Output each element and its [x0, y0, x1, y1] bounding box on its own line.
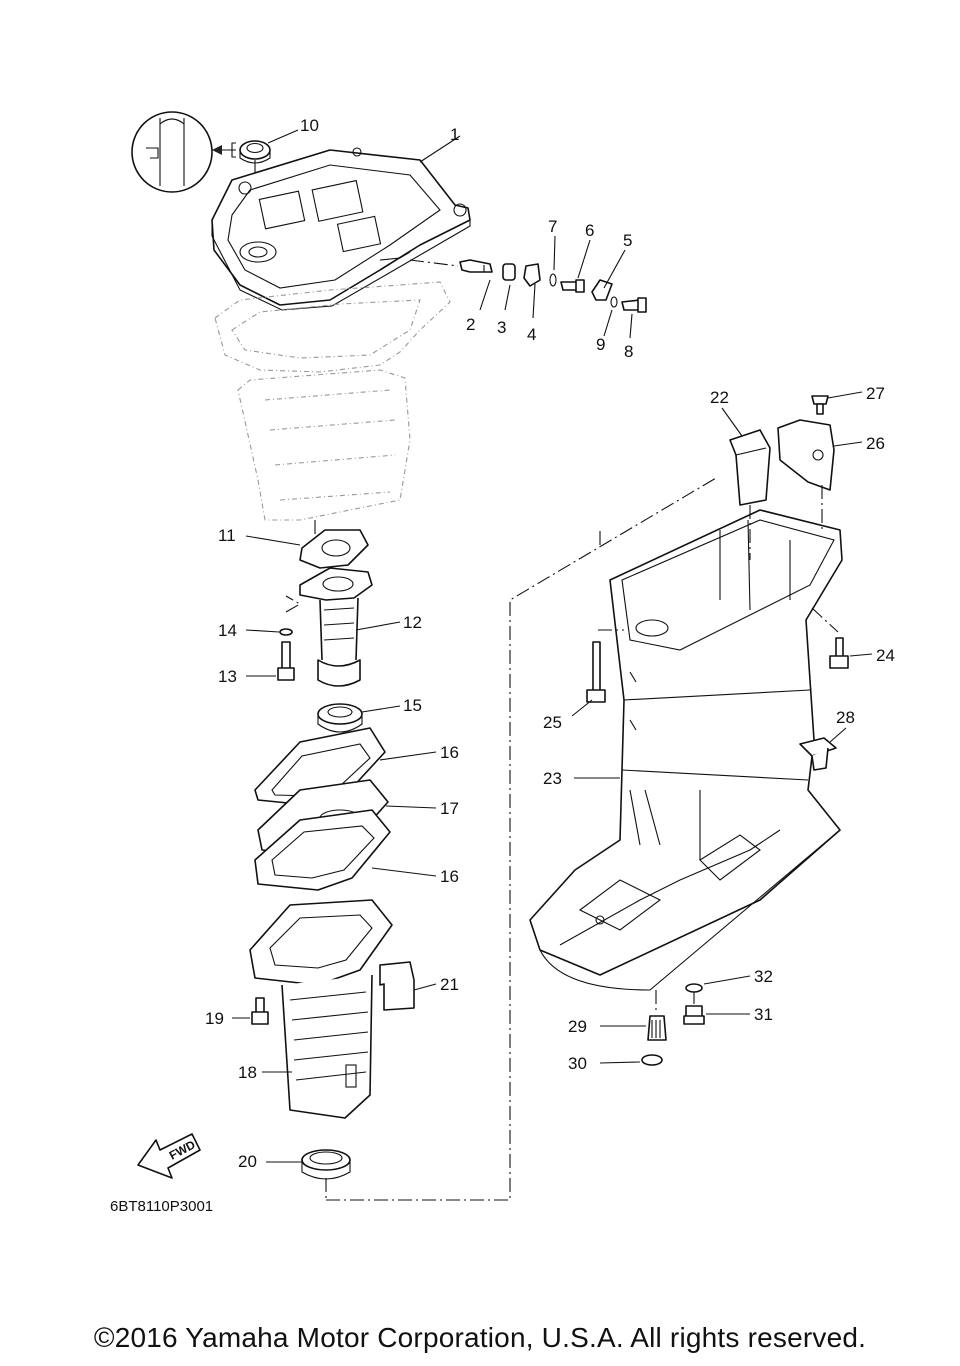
callout-12: 12	[403, 613, 422, 632]
callout-21: 21	[440, 975, 459, 994]
callout-27: 27	[866, 384, 885, 403]
part-31-plug	[683, 992, 750, 1025]
part-26-cover	[777, 419, 863, 530]
diagram-code: 6BT8110P3001	[110, 1198, 213, 1215]
assembly-line	[326, 477, 717, 1201]
callout-labels: 1 2 3 4 5 6 7 8 9 10 11 12 13 14 15 16 1…	[205, 116, 895, 1171]
callout-15: 15	[403, 696, 422, 715]
callout-20: 20	[238, 1152, 257, 1171]
callout-22: 22	[710, 388, 729, 407]
part-22-plate	[721, 407, 771, 560]
callout-7: 7	[548, 217, 557, 236]
callout-14: 14	[218, 621, 237, 640]
callout-10: 10	[300, 116, 319, 135]
callout-26: 26	[866, 434, 885, 453]
callout-17: 17	[440, 799, 459, 818]
callout-25: 25	[543, 713, 562, 732]
copyright-notice: ©2016 Yamaha Motor Corporation, U.S.A. A…	[93, 1322, 867, 1353]
callout-4: 4	[527, 325, 536, 344]
callout-16-upper: 16	[440, 743, 459, 762]
part-1-upper-casing	[211, 135, 471, 311]
callout-5: 5	[623, 231, 632, 250]
callout-9: 9	[596, 335, 605, 354]
detail-inset	[131, 111, 236, 193]
callout-13: 13	[218, 667, 237, 686]
callout-3: 3	[497, 318, 506, 337]
callout-8: 8	[624, 342, 633, 361]
callout-23: 23	[543, 769, 562, 788]
part-28-grommet	[799, 727, 847, 771]
callout-28: 28	[836, 708, 855, 727]
callout-18: 18	[238, 1063, 257, 1082]
hardware-row	[409, 235, 647, 339]
callout-29: 29	[568, 1017, 587, 1036]
fwd-arrow-icon: FWD	[137, 1133, 201, 1179]
callout-24: 24	[876, 646, 895, 665]
callout-30: 30	[568, 1054, 587, 1073]
left-column	[232, 520, 437, 1200]
callout-32: 32	[754, 967, 773, 986]
callout-19: 19	[205, 1009, 224, 1028]
part-27-screw	[811, 391, 863, 415]
part-32-washer	[685, 975, 751, 993]
part-29-anode	[600, 990, 667, 1041]
part-30-ring	[599, 1054, 663, 1066]
callout-2: 2	[466, 315, 475, 334]
phantom-oil-pan	[214, 281, 451, 521]
part-10-seal	[239, 129, 299, 230]
callout-16-lower: 16	[440, 867, 459, 886]
callout-11: 11	[218, 526, 236, 545]
callout-31: 31	[754, 1005, 773, 1024]
part-25-bolt	[571, 629, 624, 717]
callout-6: 6	[585, 221, 594, 240]
part-24-bolt	[811, 607, 873, 669]
part-23-drive-shaft-housing	[529, 509, 843, 991]
callout-1: 1	[450, 125, 459, 144]
